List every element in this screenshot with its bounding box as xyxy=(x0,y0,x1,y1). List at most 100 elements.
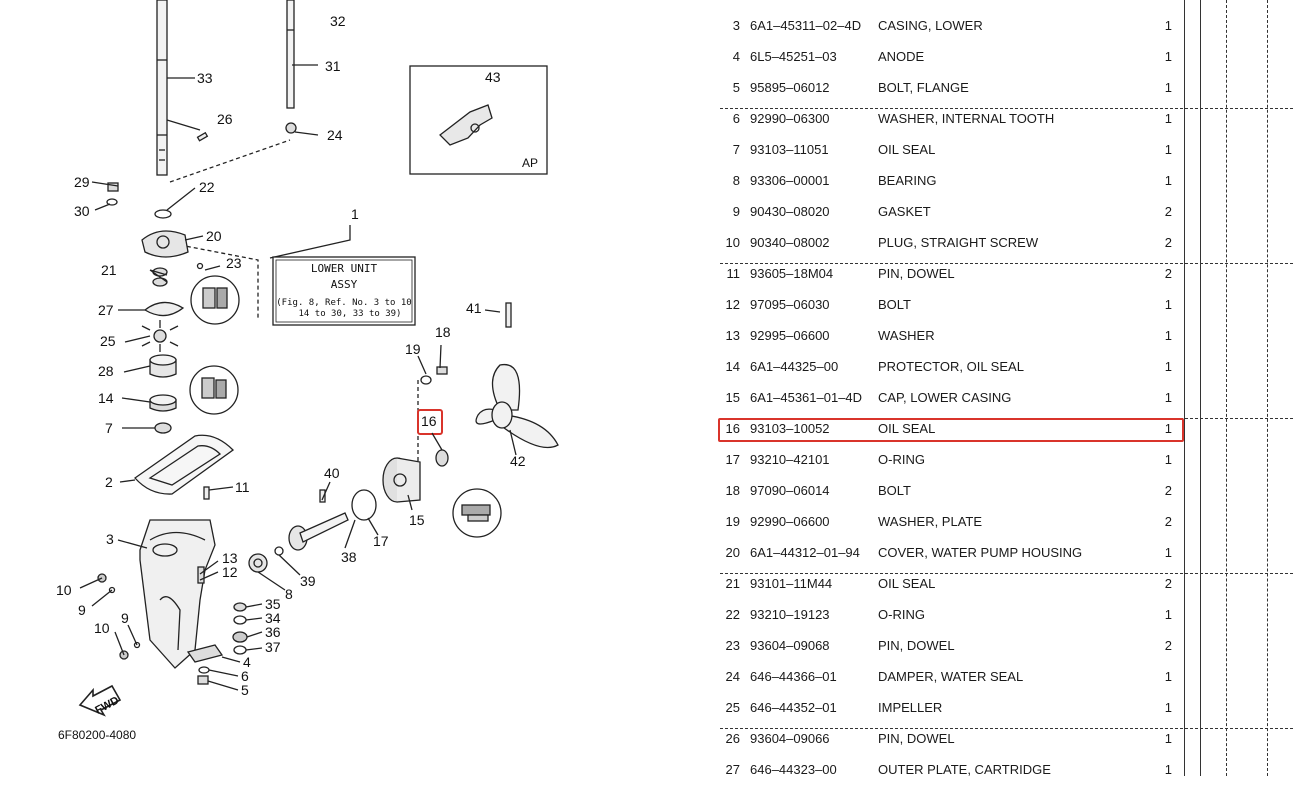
part-description: WASHER xyxy=(878,328,935,343)
quantity: 1 xyxy=(1164,762,1172,777)
ref-number: 26 xyxy=(725,731,740,746)
ap-inset-box xyxy=(409,65,548,175)
callout-20: 20 xyxy=(206,228,222,244)
quantity: 1 xyxy=(1164,731,1172,746)
quantity: 1 xyxy=(1164,111,1172,126)
part-description: OIL SEAL xyxy=(878,142,936,157)
callout-17: 17 xyxy=(373,533,389,549)
o-ring-22 xyxy=(154,209,172,219)
callout-18: 18 xyxy=(435,324,451,340)
part-description: ANODE xyxy=(878,49,925,64)
part-number: 93605–18M04 xyxy=(750,266,834,281)
part-number: 6L5–45251–03 xyxy=(750,49,837,64)
ref-number: 27 xyxy=(725,762,740,777)
quantity: 2 xyxy=(1164,483,1172,498)
quantity: 1 xyxy=(1164,80,1172,95)
callout-35: 35 xyxy=(265,596,281,612)
part-description: BEARING xyxy=(878,173,937,188)
damper-part xyxy=(285,122,297,134)
figure-code: 6F80200-4080 xyxy=(58,728,136,742)
ref-number: 14 xyxy=(725,359,740,374)
ref-number: 16 xyxy=(725,421,740,436)
callout-7: 7 xyxy=(105,420,113,436)
callout-13: 13 xyxy=(222,550,238,566)
ref-number: 20 xyxy=(725,545,740,560)
quantity: 2 xyxy=(1164,638,1172,653)
part-description: PIN, DOWEL xyxy=(878,731,955,746)
quantity: 1 xyxy=(1164,607,1172,622)
ref-number: 4 xyxy=(732,49,740,64)
part-number: 93103–11051 xyxy=(750,142,829,157)
ref-number: 6 xyxy=(732,111,740,126)
quantity: 1 xyxy=(1164,359,1172,374)
callout-ap: AP xyxy=(522,156,538,170)
ref-number: 18 xyxy=(725,483,740,498)
quantity: 1 xyxy=(1164,421,1172,436)
callout-16-highlight xyxy=(417,409,443,435)
callout-3: 3 xyxy=(106,531,114,547)
callout-34: 34 xyxy=(265,610,281,626)
quantity: 1 xyxy=(1164,669,1172,684)
oil-seal-16 xyxy=(435,449,449,467)
part-number: 97095–06030 xyxy=(750,297,830,312)
quantity: 1 xyxy=(1164,545,1172,560)
cap-lower-casing xyxy=(382,457,421,503)
quantity: 2 xyxy=(1164,576,1172,591)
detail-circle-21 xyxy=(190,275,240,325)
callout-36: 36 xyxy=(265,624,281,640)
callout-23: 23 xyxy=(226,255,242,271)
part-number: 93604–09068 xyxy=(750,638,830,653)
quantity: 2 xyxy=(1164,204,1172,219)
part-number: 95895–06012 xyxy=(750,80,830,95)
part-description: PIN, DOWEL xyxy=(878,638,955,653)
part-description: PLUG, STRAIGHT SCREW xyxy=(878,235,1039,250)
ref-number: 19 xyxy=(725,514,740,529)
part-number: 93210–42101 xyxy=(750,452,830,467)
part-description: O-RING xyxy=(878,607,925,622)
quantity: 2 xyxy=(1164,266,1172,281)
ref-number: 21 xyxy=(725,576,740,591)
part-description: GASKET xyxy=(878,204,931,219)
callout-4: 4 xyxy=(243,654,251,670)
callout-41: 41 xyxy=(466,300,482,316)
fwd-arrow-icon xyxy=(78,684,122,717)
quantity: 1 xyxy=(1164,297,1172,312)
callout-12: 12 xyxy=(222,564,238,580)
callout-32: 32 xyxy=(330,13,346,29)
part-description: WASHER, INTERNAL TOOTH xyxy=(878,111,1055,126)
quantity: 1 xyxy=(1164,452,1172,467)
part-description: BOLT xyxy=(878,483,911,498)
assy-line-1: LOWER UNIT xyxy=(311,262,378,275)
assy-label-box: LOWER UNIT ASSY (Fig. 8, Ref. No. 3 to 1… xyxy=(272,256,416,326)
callout-37: 37 xyxy=(265,639,281,655)
propeller-shaft-assy xyxy=(288,512,349,551)
callout-26: 26 xyxy=(217,111,233,127)
callout-29: 29 xyxy=(74,174,90,190)
callout-11: 11 xyxy=(235,479,250,495)
part-number: 6A1–45311–02–4D xyxy=(750,18,862,33)
ref-number: 13 xyxy=(725,328,740,343)
callout-21: 21 xyxy=(101,262,117,278)
part-description: CASING, LOWER xyxy=(878,18,983,33)
part-number: 6A1–44312–01–94 xyxy=(750,545,860,560)
part-number: 646–44366–01 xyxy=(750,669,837,684)
callout-6: 6 xyxy=(241,668,249,684)
part-number: 6A1–45361–01–4D xyxy=(750,390,863,405)
callout-14: 14 xyxy=(98,390,114,406)
part-number: 646–44352–01 xyxy=(750,700,837,715)
part-number: 6A1–44325–00 xyxy=(750,359,839,374)
